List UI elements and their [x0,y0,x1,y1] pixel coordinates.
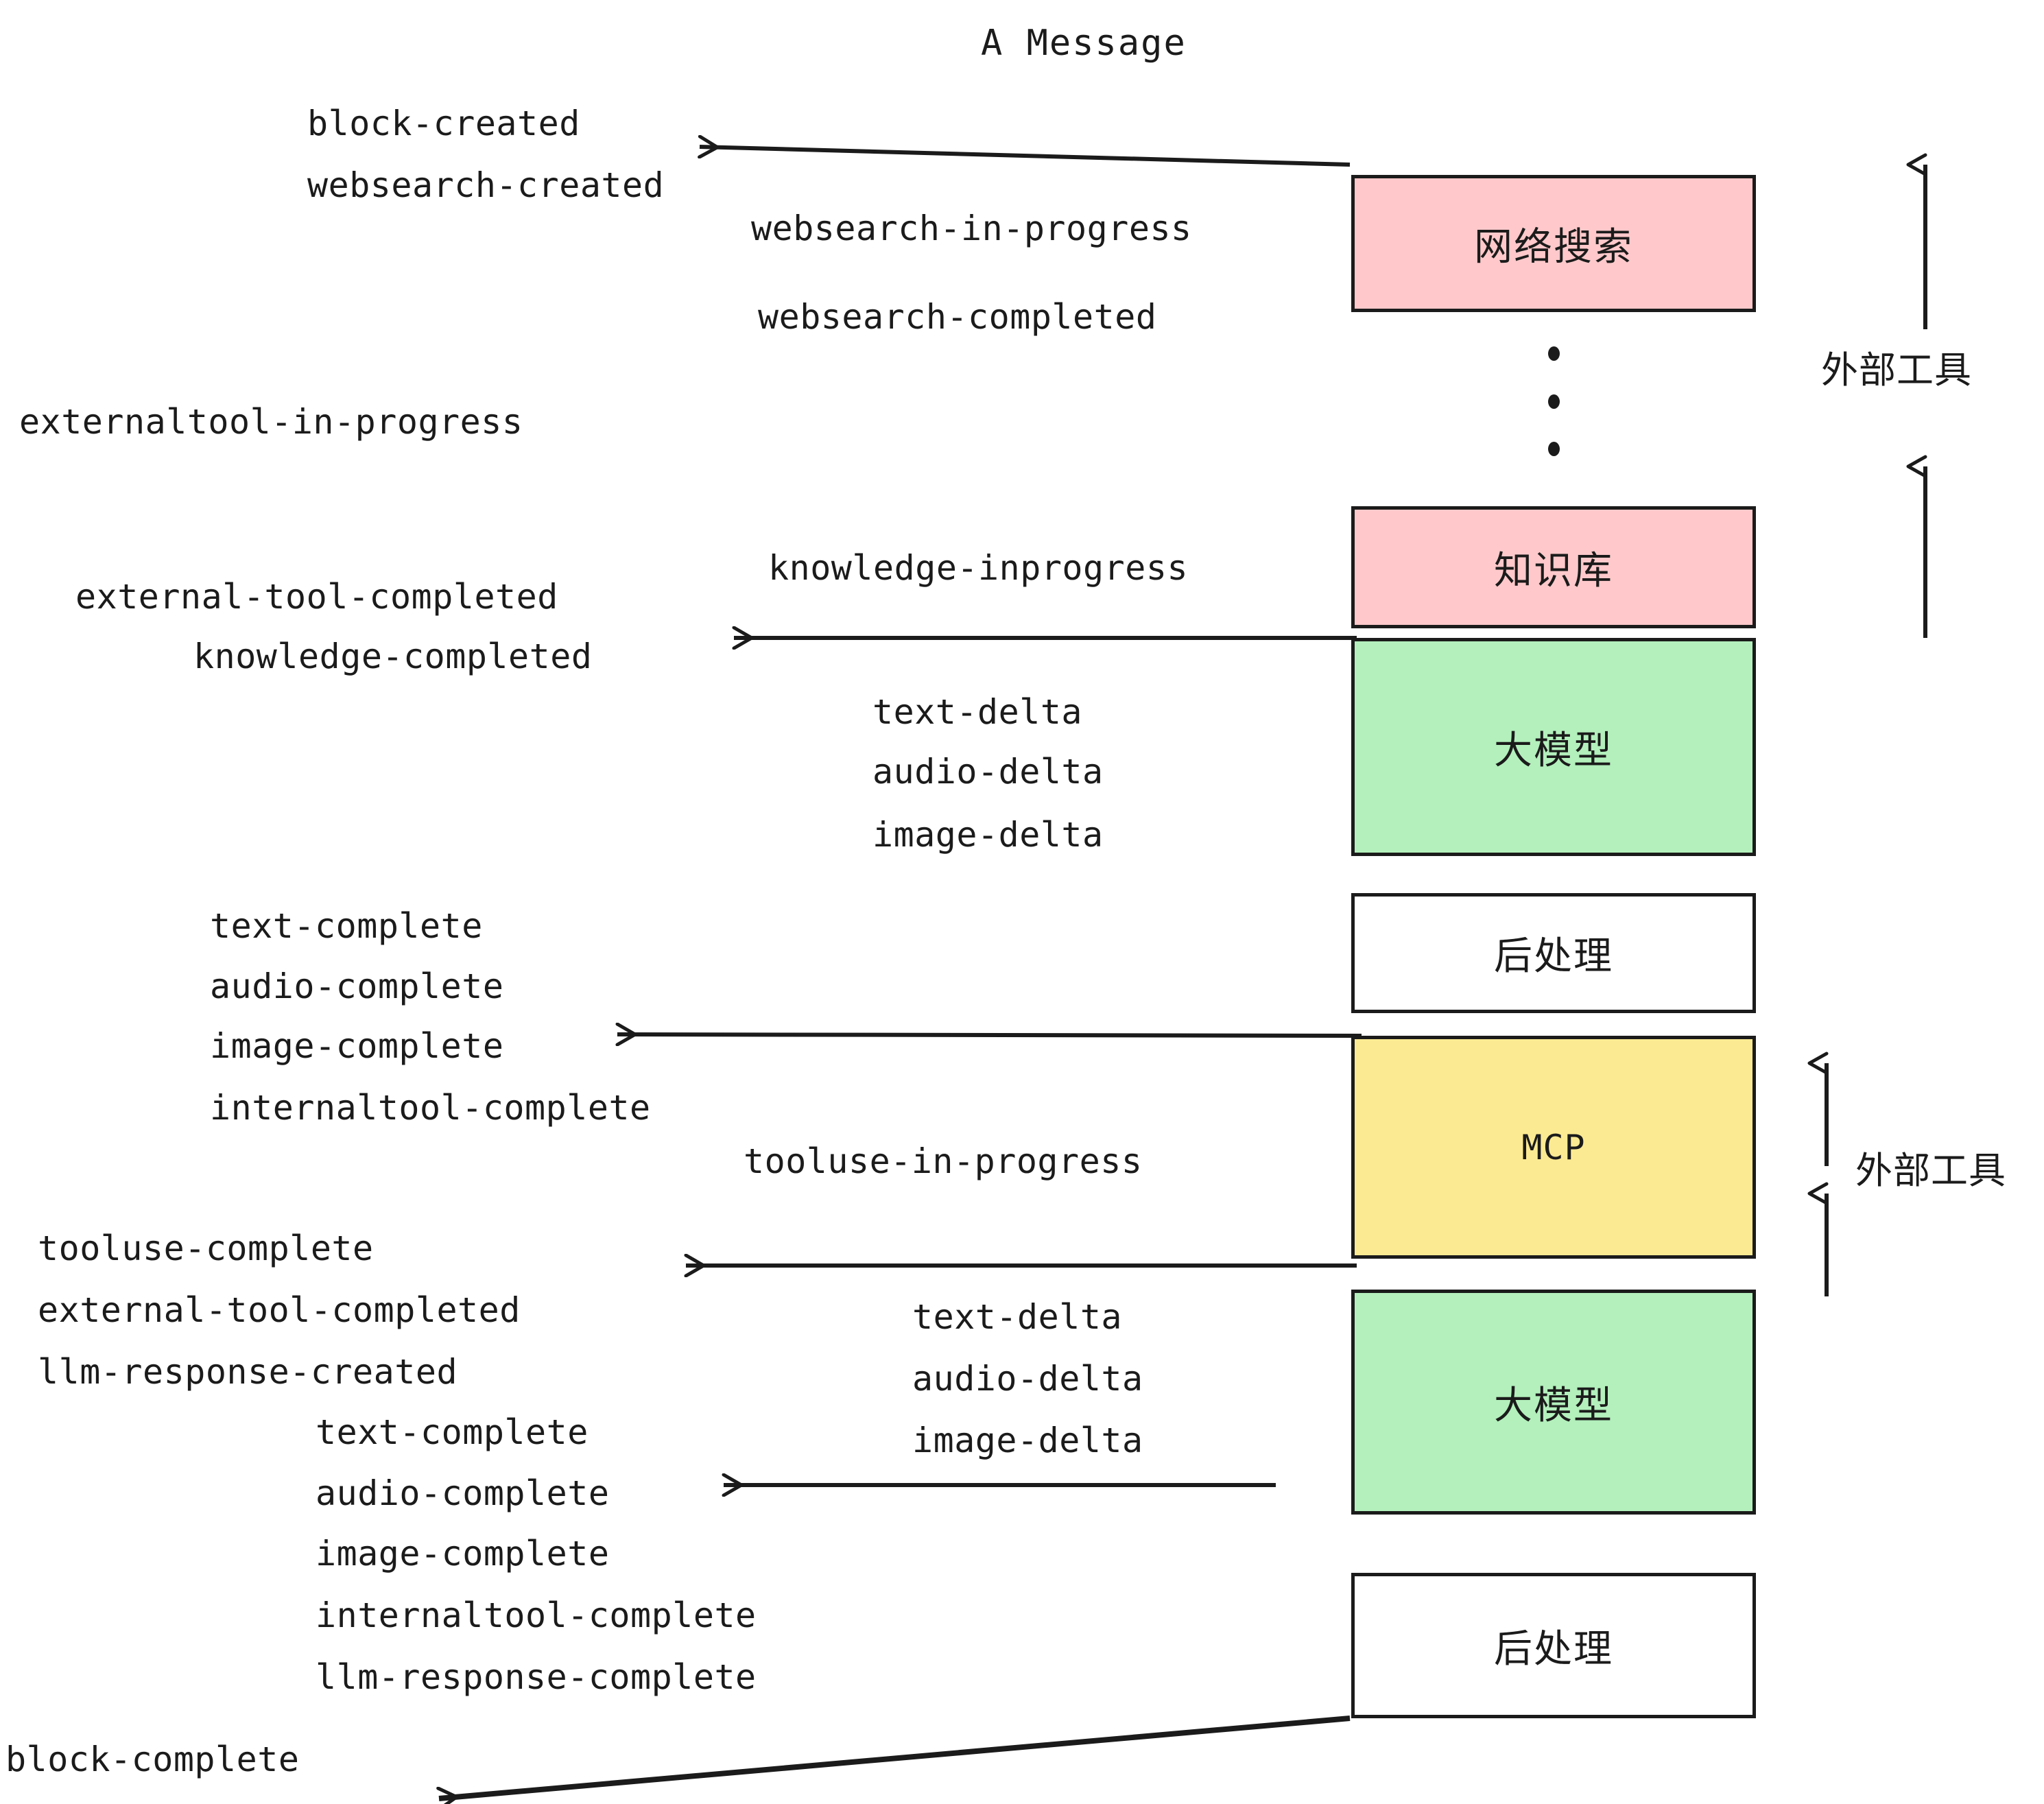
event-knowledge-inprogress: knowledge-inprogress [768,548,1189,588]
node-postprocess-1-label: 后处理 [1494,934,1613,979]
event-audio-complete-1: audio-complete [210,966,504,1006]
node-llm-2[interactable]: 大模型 [1351,1290,1756,1515]
node-knowledge[interactable]: 知识库 [1351,506,1756,628]
page-title: A Message [981,23,1187,64]
node-postprocess-2[interactable]: 后处理 [1351,1573,1756,1718]
event-websearch-in-progress: websearch-in-progress [751,209,1192,248]
node-llm-2-label: 大模型 [1494,1383,1613,1428]
event-image-complete-1: image-complete [210,1026,504,1066]
event-knowledge-completed: knowledge-completed [193,637,593,676]
event-websearch-completed: websearch-completed [758,297,1157,337]
arrow-post2-to-blockcomplete [439,1716,1351,1799]
event-external-tool-completed-1: external-tool-completed [75,577,558,617]
node-knowledge-label: 知识库 [1494,548,1613,593]
event-text-complete-1: text-complete [210,906,483,946]
ellipsis-dots-vertical [1547,346,1560,456]
event-tooluse-complete: tooluse-complete [38,1229,374,1268]
node-llm-1-label: 大模型 [1494,728,1613,773]
event-block-created: block-created [307,104,580,143]
event-image-delta-2: image-delta [912,1421,1143,1460]
event-llm-response-complete: llm-response-complete [316,1657,757,1697]
event-externaltool-in-progress: externaltool-in-progress [19,402,523,442]
event-internaltool-complete-1: internaltool-complete [210,1088,651,1128]
event-external-tool-completed-2: external-tool-completed [38,1290,521,1330]
event-audio-complete-2: audio-complete [316,1473,610,1513]
node-llm-1[interactable]: 大模型 [1351,638,1756,856]
node-websearch-label: 网络搜索 [1474,224,1633,270]
event-websearch-created: websearch-created [307,165,665,205]
external-tools-label-top: 外部工具 [1821,348,1972,392]
node-mcp[interactable]: MCP [1351,1036,1756,1259]
dot [1547,346,1560,361]
node-mcp-label: MCP [1521,1127,1586,1167]
event-tooluse-in-progress: tooluse-in-progress [744,1141,1143,1181]
event-text-delta-1: text-delta [872,692,1083,732]
node-postprocess-2-label: 后处理 [1494,1626,1613,1672]
event-text-delta-2: text-delta [912,1297,1123,1337]
arrow-llm-to-imagecomplete [617,1034,1362,1036]
event-image-delta-1: image-delta [872,815,1104,855]
dot [1547,394,1560,409]
node-websearch[interactable]: 网络搜索 [1351,175,1756,312]
event-internaltool-complete-2: internaltool-complete [316,1595,757,1635]
external-tools-label-bottom: 外部工具 [1855,1149,2006,1192]
node-postprocess-1[interactable]: 后处理 [1351,893,1756,1013]
event-audio-delta-2: audio-delta [912,1359,1143,1399]
event-block-complete: block-complete [5,1740,300,1779]
arrow-websearch-to-blockcreated [700,147,1351,167]
event-audio-delta-1: audio-delta [872,752,1104,792]
dot [1547,442,1560,456]
event-image-complete-2: image-complete [316,1534,610,1574]
event-text-complete-2: text-complete [316,1412,589,1452]
event-llm-response-created: llm-response-created [38,1352,458,1392]
